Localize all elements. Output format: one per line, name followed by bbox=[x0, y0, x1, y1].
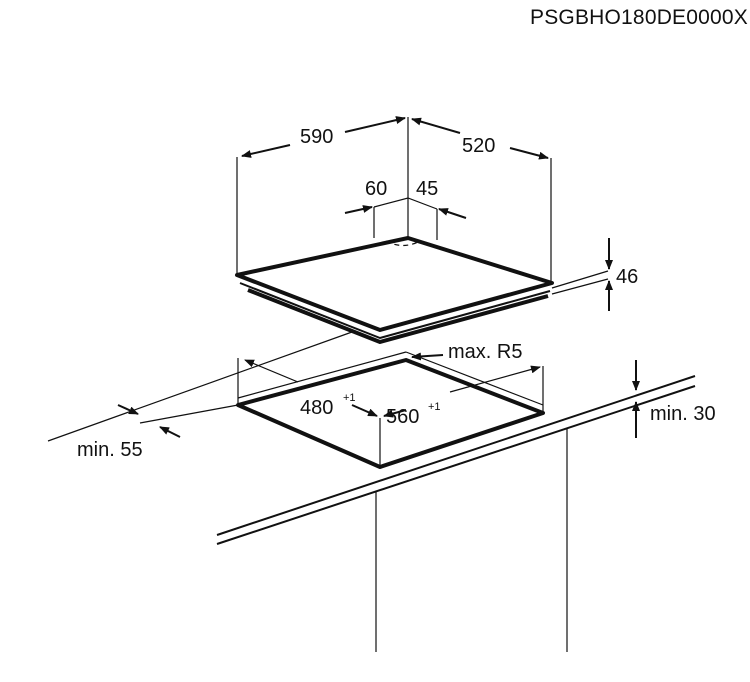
dim-cutout-width: 560 bbox=[386, 406, 419, 428]
dim-min-worktop: min. 30 bbox=[650, 403, 716, 425]
dim-cutout-depth: 480 bbox=[300, 397, 333, 419]
dim-corner-radius: max. R5 bbox=[448, 341, 522, 363]
dim-cutout-width-tol: +1 bbox=[428, 401, 441, 413]
dim-cutout-depth-tol: +1 bbox=[343, 392, 356, 404]
hob bbox=[235, 236, 554, 344]
dimension-lines-top bbox=[236, 116, 613, 311]
dim-width: 590 bbox=[300, 126, 333, 148]
dim-height: 46 bbox=[616, 266, 638, 288]
cutout bbox=[117, 351, 640, 469]
dim-min-front: min. 55 bbox=[77, 439, 143, 461]
dim-depth: 520 bbox=[462, 135, 495, 157]
product-code: PSGBHO180DE0000X bbox=[530, 6, 748, 29]
worktop bbox=[47, 331, 696, 652]
dim-offset-left: 60 bbox=[365, 178, 387, 200]
hob-foot-dashed bbox=[385, 240, 421, 247]
dim-offset-right: 45 bbox=[416, 178, 438, 200]
